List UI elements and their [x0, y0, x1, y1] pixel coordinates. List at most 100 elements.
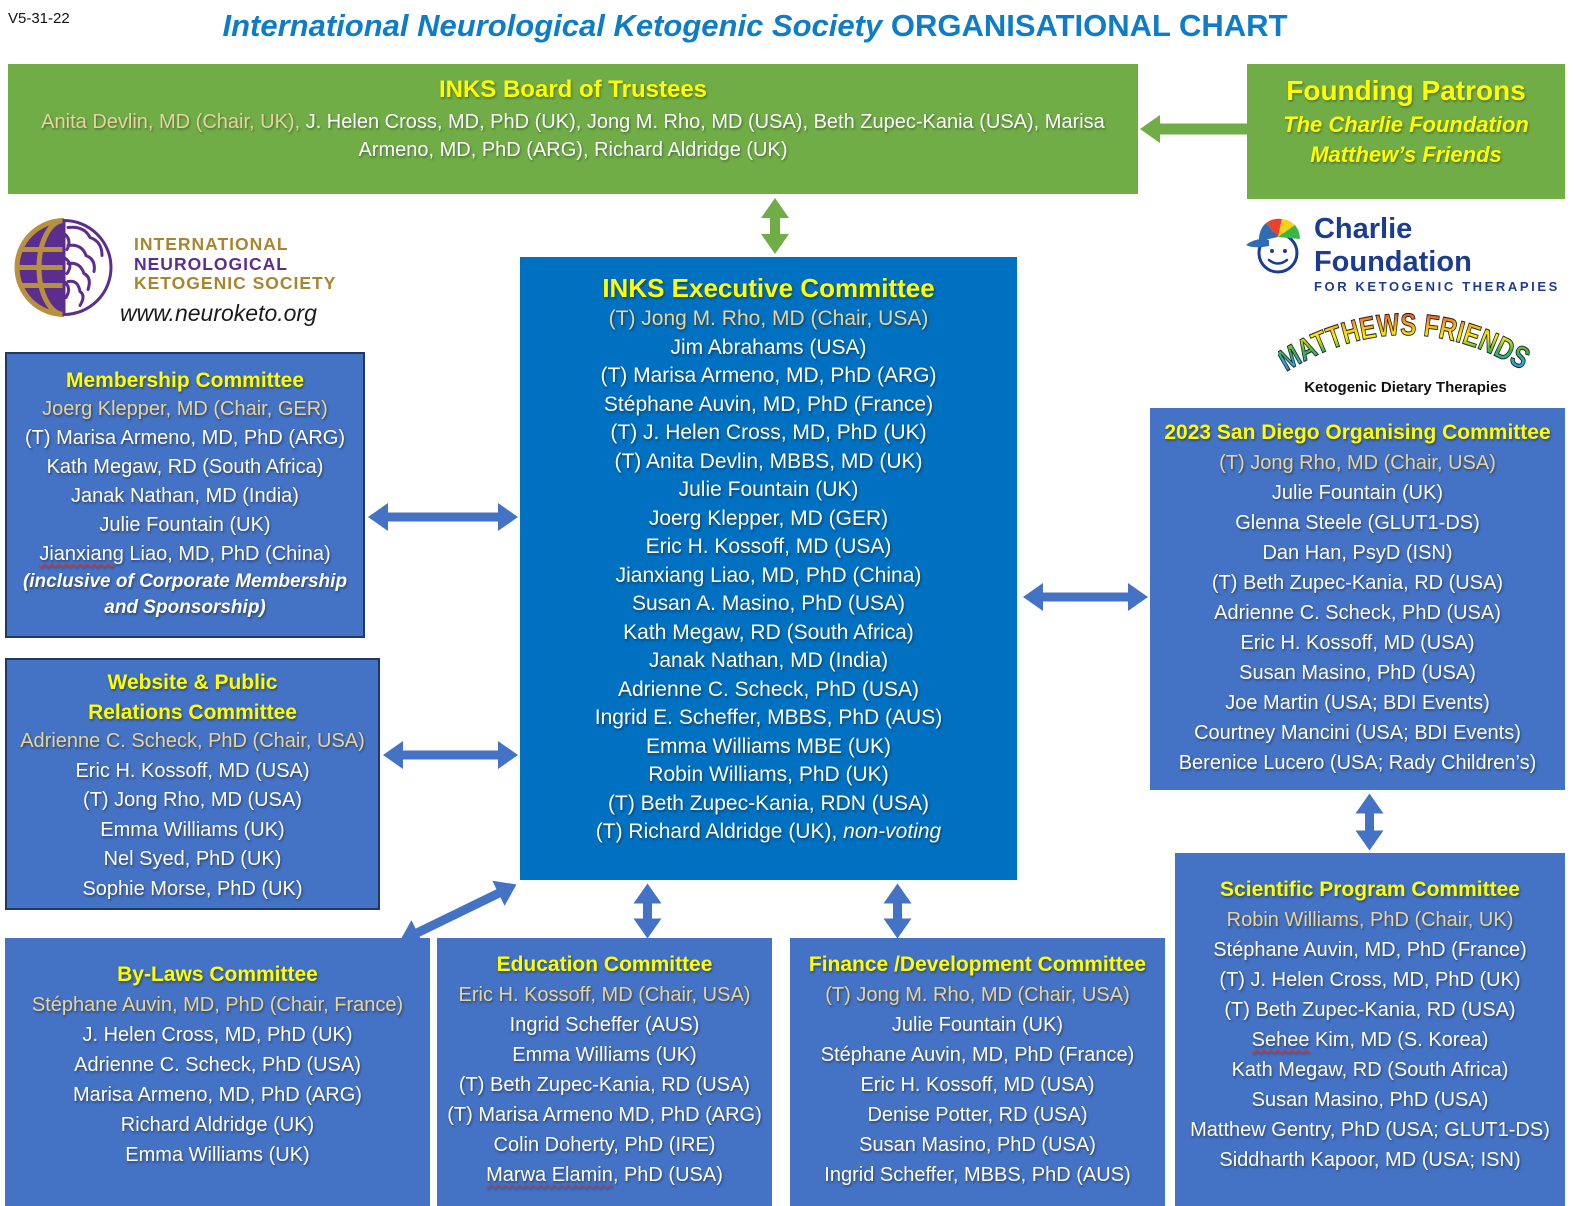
arrow-finance-exec — [883, 883, 912, 939]
board-chair: Anita Devlin, MD (Chair, UK), — [41, 111, 301, 133]
member-name: Janak Nathan, MD (India) — [648, 649, 889, 672]
member-name: Eric H. Kossoff, MD (USA) — [75, 759, 310, 782]
committee-member-list: Ingrid Scheffer (AUS) Emma Williams (UK) (… — [437, 1010, 772, 1190]
committee-title: 2023 San Diego Organising Committee — [1164, 421, 1551, 444]
committee-member-list: (T) Marisa Armeno, MD, PhD (ARG) Kath Meg… — [7, 424, 363, 569]
board-of-trustees-box: INKS Board of Trustees Anita Devlin, MD … — [8, 64, 1138, 194]
committee-chair: (T) Jong M. Rho, MD (Chair, USA) — [608, 307, 929, 330]
committee-chair: (T) Jong Rho, MD (Chair, USA) — [1219, 452, 1496, 474]
inks-logo-line: INTERNATIONAL — [134, 234, 289, 254]
member-name: Jianxiang Liao, MD, PhD (China) — [39, 543, 331, 565]
board-members: Anita Devlin, MD (Chair, UK), J. Helen C… — [8, 106, 1138, 164]
executive-committee-box: INKS Executive Committee (T) Jong M. Rho… — [520, 257, 1017, 880]
member-name: (T) J. Helen Cross, MD, PhD (UK) — [610, 421, 927, 444]
member-name: Joerg Klepper, MD (GER) — [648, 506, 889, 530]
member-name: Robin Williams, PhD (UK) — [648, 763, 889, 786]
member-name: Janak Nathan, MD (India) — [71, 485, 299, 507]
member-name: Sehee Kim, MD (S. Korea) — [1251, 1029, 1489, 1051]
committee-member-list: J. Helen Cross, MD, PhD (UK)Adrienne C. … — [5, 1020, 430, 1170]
member-name: Berenice Lucero (USA; Rady Children’s) — [1178, 752, 1537, 774]
committee-title: Membership Committee — [65, 369, 305, 392]
member-name: Kath Megaw, RD (South Africa) — [46, 456, 324, 478]
member-name: (T) Marisa Armeno, MD, PhD (ARG) — [24, 427, 346, 449]
committee-member-list: Stéphane Auvin, MD, PhD (France)(T) J. H… — [1175, 935, 1565, 1175]
member-name: Susan Masino, PhD (USA) — [1251, 1089, 1489, 1111]
member-name: (T) Beth Zupec-Kania, RDN (USA) — [608, 791, 929, 815]
committee-chair: Stéphane Auvin, MD, PhD (Chair, France) — [31, 994, 404, 1016]
membership-committee-box: Membership Committee Joerg Klepper, MD (… — [5, 352, 365, 638]
committee-title: INKS Executive Committee — [602, 273, 935, 303]
member-name: Emma Williams (UK) — [100, 818, 285, 841]
member-name: Jianxiang Liao, MD, PhD (China) — [615, 563, 922, 587]
member-name: Ingrid Scheffer (AUS) — [509, 1014, 700, 1036]
member-name: (T) Anita Devlin, MBBS, MD (UK) — [614, 449, 923, 473]
finance-development-committee-box: Finance /Development Committee (T) Jong … — [790, 938, 1165, 1206]
member-name: Julie Fountain (UK) — [99, 514, 271, 536]
member-name: Ingrid E. Scheffer, MBBS, PhD (AUS) — [594, 706, 943, 729]
charlie-foundation-logo: Charlie Foundation FOR KETOGENIC THERAPI… — [1238, 213, 1578, 294]
scientific-program-committee-box: Scientific Program Committee Robin Willi… — [1175, 853, 1565, 1206]
member-name: Eric H. Kossoff, MD (USA) — [860, 1074, 1095, 1096]
member-name: Marwa Elamin, PhD (USA) — [486, 1164, 723, 1186]
committee-chair: (T) Jong M. Rho, MD (Chair, USA) — [825, 984, 1130, 1006]
member-name: Matthew Gentry, PhD (USA; GLUT1-DS) — [1190, 1119, 1550, 1141]
arrow-exec-sandiego — [1023, 583, 1148, 611]
committee-title: By-Laws Committee — [117, 963, 318, 986]
patron-name: The Charlie Foundation — [1283, 112, 1529, 137]
committee-member-list: Julie Fountain (UK)Stéphane Auvin, MD, P… — [790, 1010, 1165, 1190]
inks-logo-text: INTERNATIONAL NEUROLOGICAL KETOGENIC SOC… — [134, 234, 336, 294]
page-title-chart: ORGANISATIONAL CHART — [890, 8, 1288, 43]
member-name: Ingrid Scheffer, MBBS, PhD (AUS) — [824, 1164, 1131, 1186]
founding-patrons-box: Founding Patrons The Charlie Foundation … — [1247, 64, 1565, 199]
member-name: J. Helen Cross, MD, PhD (UK) — [82, 1024, 353, 1046]
member-name: Emma Williams (UK) — [512, 1044, 697, 1066]
member-name: Siddharth Kapoor, MD (USA; ISN) — [1219, 1149, 1521, 1171]
member-name: Adrienne C. Scheck, PhD (USA) — [1214, 602, 1501, 624]
member-name: (T) Richard Aldridge (UK), non-voting — [595, 820, 942, 843]
member-name: Colin Doherty, PhD (IRE) — [493, 1134, 716, 1156]
member-name: Courtney Mancini (USA; BDI Events) — [1194, 722, 1521, 744]
charlie-foundation-tagline: FOR KETOGENIC THERAPIES — [1313, 279, 1560, 294]
member-name: Marisa Armeno, MD, PhD (ARG) — [73, 1084, 362, 1106]
member-name: Susan A. Masino, PhD (USA) — [631, 592, 906, 615]
member-name: Eric H. Kossoff, MD (USA) — [645, 535, 892, 558]
member-name: Emma Williams MBE (UK) — [646, 734, 891, 758]
member-name: Jim Abrahams (USA) — [670, 335, 867, 359]
member-name: Emma Williams (UK) — [125, 1144, 310, 1166]
member-name: Kath Megaw, RD (South Africa) — [1231, 1059, 1509, 1081]
arrow-bylaws-exec — [393, 872, 522, 954]
member-name: Denise Potter, RD (USA) — [867, 1104, 1088, 1126]
arrow-board-exec — [761, 198, 789, 254]
member-name: (T) J. Helen Cross, MD, PhD (UK) — [1219, 969, 1521, 991]
charlie-boy-icon — [1245, 218, 1300, 274]
inks-logo: INTERNATIONAL NEUROLOGICAL KETOGENIC SOC… — [14, 210, 414, 340]
member-name: Dan Han, PsyD (ISN) — [1262, 542, 1453, 564]
patron-name: Matthew’s Friends — [1310, 142, 1502, 167]
committee-chair: Adrienne C. Scheck, PhD (Chair, USA) — [20, 730, 365, 752]
board-member-list: J. Helen Cross, MD, PhD (UK), Jong M. Rh… — [300, 111, 1105, 161]
matthews-friends-logo: MATTHEWS FRIENDS Ketogenic Dietary Thera… — [1271, 292, 1536, 397]
committee-note: (inclusive of Corporate Membership and S… — [22, 571, 348, 618]
member-name: Susan Masino, PhD (USA) — [1239, 662, 1476, 684]
member-name: Joe Martin (USA; BDI Events) — [1225, 692, 1490, 714]
committee-chair: Joerg Klepper, MD (Chair, GER) — [42, 398, 328, 420]
member-name: (T) Beth Zupec-Kania, RD (USA) — [458, 1074, 751, 1096]
member-name: Adrienne C. Scheck, PhD (USA) — [617, 677, 920, 701]
page-title-society: International Neurological Ketogenic Soc… — [222, 8, 883, 43]
inks-globe-brain-icon — [14, 218, 113, 317]
member-name: Julie Fountain (UK) — [678, 478, 859, 501]
charlie-foundation-text: Charlie Foundation FOR KETOGENIC THERAPI… — [1314, 213, 1578, 295]
member-name: (T) Marisa Armeno MD, PhD (ARG) — [447, 1104, 762, 1126]
arrow-membership-exec — [368, 503, 518, 531]
svg-text:MATTHEWS FRIENDS: MATTHEWS FRIENDS — [1278, 307, 1533, 378]
page-title: International Neurological Ketogenic Soc… — [90, 8, 1420, 44]
committee-member-list: Eric H. Kossoff, MD (USA)(T) Jong Rho, M… — [7, 757, 378, 905]
committee-title: Scientific Program Committee — [1220, 878, 1520, 901]
member-name: Julie Fountain (UK) — [1271, 482, 1444, 504]
patrons-title: Founding Patrons — [1286, 75, 1526, 106]
website-url[interactable]: www.neuroketo.org — [120, 300, 317, 326]
education-committee-box: Education Committee Eric H. Kossoff, MD … — [437, 938, 772, 1206]
member-name: Sophie Morse, PhD (UK) — [82, 877, 303, 900]
